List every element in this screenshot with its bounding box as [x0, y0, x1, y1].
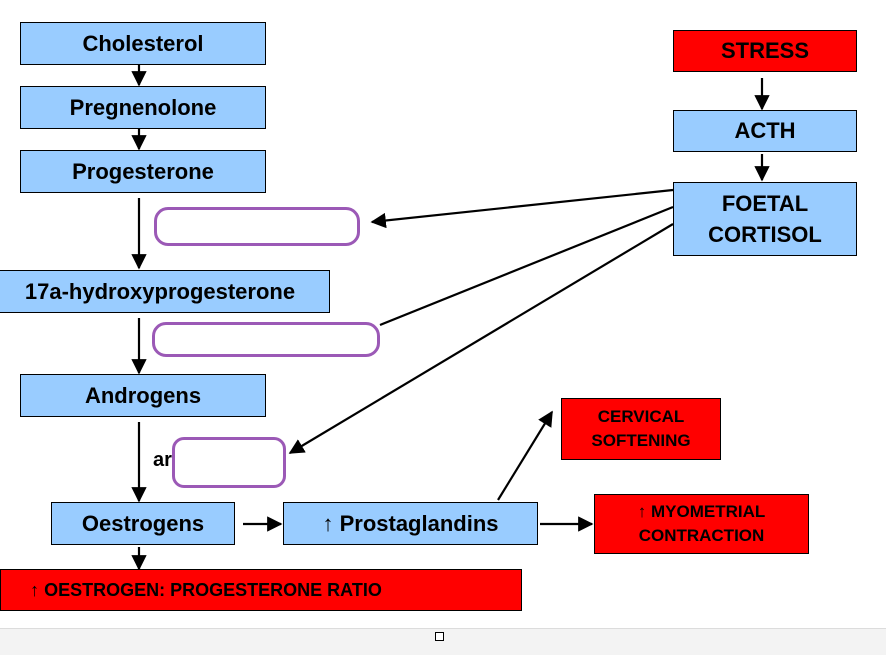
oval-enzyme-3 [172, 437, 286, 488]
node-foetal-cortisol: FOETAL CORTISOL [673, 182, 857, 256]
node-acth-label: ACTH [734, 118, 796, 143]
node-foetal-cortisol-line1: FOETAL [721, 191, 809, 216]
node-foetal-cortisol-line2: CORTISOL [708, 222, 822, 247]
node-pregnenolone-label: Pregnenolone [69, 94, 217, 120]
oval-enzyme-1 [154, 207, 360, 246]
node-hydroxyprogesterone-label: 17a-hydroxyprogesterone [24, 278, 296, 304]
node-progesterone: Progesterone [20, 150, 266, 193]
partial-label: ar [153, 449, 172, 471]
arrow-cortisol-oval-1 [370, 188, 674, 229]
node-androgens: Androgens [20, 374, 266, 417]
node-cervical-line2: SOFTENING [591, 431, 691, 450]
node-myometrial-line1: ↑ MYOMETRIAL [637, 502, 766, 521]
node-cholesterol: Cholesterol [20, 22, 266, 65]
arrow-cortisol-oval-3 [288, 223, 674, 454]
node-prostaglandins: ↑ Prostaglandins [283, 502, 538, 545]
node-prostaglandins-label: ↑ Prostaglandins [322, 510, 499, 536]
node-stress: STRESS [673, 30, 857, 72]
node-stress-label: STRESS [720, 38, 810, 63]
oval-enzyme-2 [152, 322, 380, 357]
node-oestrogens: Oestrogens [51, 502, 235, 545]
node-ratio: ↑ OESTROGEN: PROGESTERONE RATIO [0, 569, 522, 611]
node-androgens-label: Androgens [84, 382, 202, 408]
node-cholesterol-label: Cholesterol [82, 30, 204, 56]
resize-handle[interactable] [435, 632, 444, 641]
arrow-cortisol-oval-2 [379, 205, 674, 327]
node-cervical-line1: CERVICAL [597, 407, 685, 426]
node-progesterone-label: Progesterone [72, 158, 214, 184]
node-hydroxyprogesterone: 17a-hydroxyprogesterone [0, 270, 330, 313]
node-cervical-softening: CERVICAL SOFTENING [561, 398, 721, 460]
node-myometrial-line2: CONTRACTION [638, 526, 765, 545]
node-acth: ACTH [673, 110, 857, 152]
node-oestrogens-label: Oestrogens [81, 510, 205, 536]
node-pregnenolone: Pregnenolone [20, 86, 266, 129]
arrow-prostaglandins-cervical [497, 410, 553, 501]
node-ratio-label: ↑ OESTROGEN: PROGESTERONE RATIO [30, 579, 382, 600]
node-myometrial-contraction: ↑ MYOMETRIAL CONTRACTION [594, 494, 809, 554]
